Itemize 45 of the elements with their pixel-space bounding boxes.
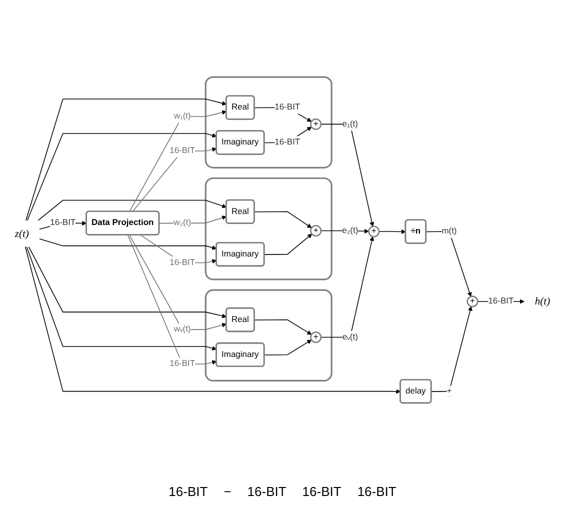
edge-label: w₂(t): [174, 218, 192, 228]
edge-label: eᵥ(t): [342, 332, 358, 342]
cluster: [204, 177, 332, 280]
edge-label: e₁(t): [342, 119, 358, 128]
arrow: [39, 238, 217, 250]
edge-label: e₂(t): [342, 226, 358, 235]
bus-width-label: 16-BIT: [168, 484, 208, 499]
arrow: [26, 98, 227, 221]
arrow: [264, 234, 312, 255]
node-text: z(t): [14, 228, 29, 240]
arrow: [378, 229, 406, 234]
node-circle: +: [368, 226, 380, 238]
edge-label: 16-BIT: [170, 258, 196, 268]
edge-label: 16-BIT: [274, 138, 300, 147]
edge-label: 16-BIT: [488, 296, 514, 306]
arrow: [320, 124, 374, 227]
edge-label: w₁(t): [174, 112, 191, 121]
bus-width-label: 16-BIT: [247, 484, 286, 499]
edge-label: 16-BIT: [170, 146, 196, 156]
arrow: [426, 231, 472, 297]
node-circle: +: [310, 118, 322, 130]
bus-width-label: 16-BIT: [302, 484, 342, 499]
arrow: [254, 211, 312, 228]
arrow: [26, 246, 217, 351]
edge-label: m(t): [442, 226, 457, 236]
edge-label: 16-BIT: [170, 359, 196, 368]
edge-label: +: [446, 386, 452, 396]
node-circle: +: [310, 224, 322, 237]
node-circle: +: [466, 296, 478, 308]
arrow: [24, 246, 401, 394]
node-circle: +: [310, 331, 322, 344]
sign-label: −: [224, 484, 232, 499]
edge-label: wᵥ(t): [174, 324, 191, 334]
arrow: [264, 340, 312, 356]
arrow: [254, 319, 312, 335]
node-text: h(t): [534, 296, 550, 308]
edge-label: 16-BIT: [50, 218, 76, 228]
cluster: [204, 76, 332, 168]
arrow: [28, 246, 227, 318]
arrow: [38, 200, 227, 221]
arrow: [430, 306, 472, 392]
arrow: [320, 236, 374, 338]
cluster: [204, 289, 332, 382]
edge-label: 16-BIT: [274, 102, 300, 112]
bus-width-label: 16-BIT: [357, 484, 396, 499]
